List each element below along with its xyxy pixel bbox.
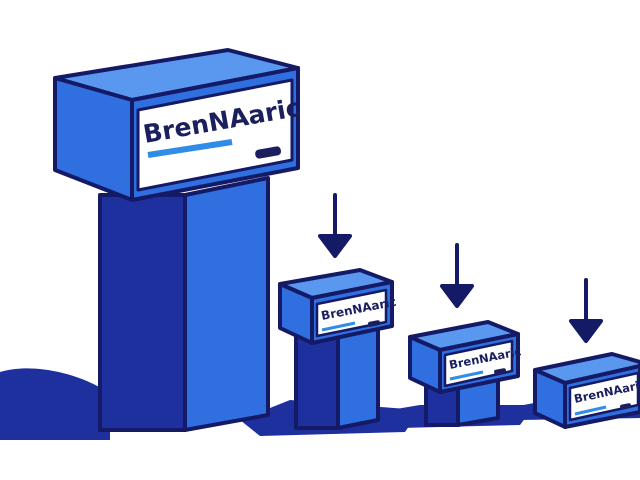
box-3-label-panel <box>443 339 514 388</box>
box-4-smallest <box>533 352 640 429</box>
box-3-small <box>408 320 520 427</box>
box-4-label-badge <box>620 403 632 410</box>
box-1-label-panel <box>136 78 294 192</box>
box-2-pillar-side <box>294 333 340 430</box>
box-1-tall-tower <box>53 48 300 432</box>
box-1-label-badge <box>255 146 282 159</box>
box-2-label-badge <box>368 320 381 327</box>
box-2-medium <box>278 268 394 430</box>
box-1-label-stripe <box>147 139 233 158</box>
box-1-head-side <box>53 76 134 202</box>
box-2-pillar-front <box>336 326 380 430</box>
arrow-3-down-icon <box>569 278 603 343</box>
box-4-label-stripe <box>574 405 607 416</box>
box-3-label-badge <box>494 368 507 375</box>
box-1-pillar-front <box>183 176 270 432</box>
box-2-label-stripe <box>321 321 356 332</box>
arrow-1-down-icon <box>318 193 352 258</box>
box-1-pillar-side <box>98 193 187 432</box>
box-3-label-stripe <box>449 370 484 381</box>
arrow-2-down-icon <box>440 243 474 308</box>
down-arrows <box>318 193 603 343</box>
